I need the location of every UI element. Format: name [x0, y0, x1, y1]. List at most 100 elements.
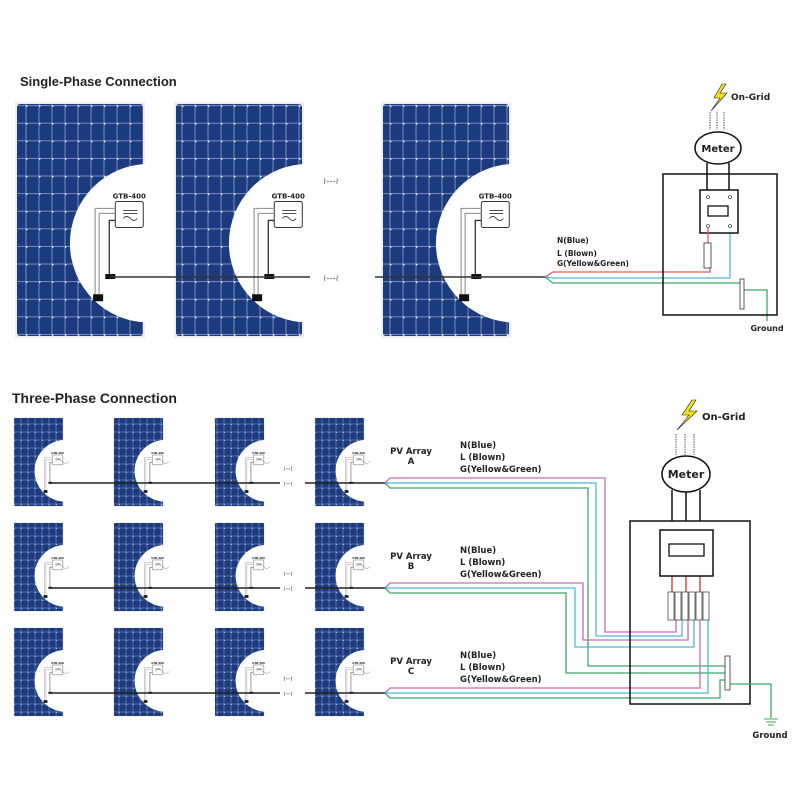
on-grid-label: On-Grid [702, 412, 746, 423]
inverter-model-label: GTB-400 [252, 556, 265, 560]
solar-panel: GTB-400 [113, 521, 197, 613]
inverter-model-label: GTB-400 [151, 556, 164, 560]
junction-box [93, 294, 104, 302]
wire-label: N(Blue) [460, 546, 496, 556]
single-phase-panels: GTB-400 GTB-400 GTB-400 [15, 101, 595, 339]
inverter-model-label: GTB-400 [151, 661, 164, 665]
solar-panel: GTB-400 [113, 416, 197, 508]
ground-label: Ground [750, 324, 783, 333]
distribution-box [662, 173, 778, 316]
wire-label: N(Blue) [460, 651, 496, 661]
junction-box [252, 294, 263, 302]
break-mark-icon: ≀--≀ [283, 586, 293, 593]
meter-icon [694, 131, 742, 165]
micro-inverter-icon [152, 454, 164, 466]
junction-box [344, 700, 349, 703]
pv-array-label: PV Array [390, 657, 432, 667]
solar-panel: GTB-400 [214, 626, 298, 718]
phase-wire [384, 620, 701, 694]
junction-box [344, 490, 349, 493]
break-mark-icon: ≀--≀ [283, 571, 293, 578]
meter-label: Meter [701, 144, 734, 155]
wire-label-g: G(Yellow&Green) [557, 259, 629, 268]
inverter-model-label: GTB-400 [479, 192, 512, 200]
inverter-model-label: GTB-400 [252, 661, 265, 665]
wire-label: L (Blown) [460, 558, 505, 568]
wire-label-l: L (Blown) [557, 249, 597, 258]
breaker [695, 591, 703, 621]
junction-box [43, 700, 48, 703]
wire-label: L (Blown) [460, 453, 505, 463]
solar-panel: GTB-400 [113, 626, 197, 718]
ac-switch [699, 189, 739, 234]
phase-wire [385, 482, 683, 637]
phase-wire [384, 482, 725, 667]
breaker [688, 591, 696, 621]
micro-inverter-icon [152, 559, 164, 571]
wire-label: L (Blown) [460, 663, 505, 673]
solar-panel: GTB-400 [13, 521, 97, 613]
inverter-model-label: GTB-400 [51, 451, 64, 455]
wire-label: G(Yellow&Green) [460, 570, 542, 580]
micro-inverter-icon [253, 664, 265, 676]
inverter-model-label: GTB-400 [352, 451, 365, 455]
junction-box [244, 700, 249, 703]
break-mark-icon: ≀--≀ [283, 481, 293, 488]
ground-symbol-icon [764, 718, 778, 726]
micro-inverter-icon [353, 664, 365, 676]
breaker [667, 591, 675, 621]
pv-array-id: B [408, 562, 414, 572]
solar-panel: GTB-400 [314, 521, 398, 613]
junction-box [244, 595, 249, 598]
wire-label-n: N(Blue) [557, 236, 589, 245]
pv-array-id: A [408, 457, 415, 467]
inverter-model-label: GTB-400 [113, 192, 146, 200]
micro-inverter-icon [253, 454, 265, 466]
single-phase-wiring: ≀---≀ ≀---≀ N(Blue) L (Blown) G(Yellow&G… [110, 83, 784, 333]
inverter-model-label: GTB-400 [352, 556, 365, 560]
junction-box [43, 595, 48, 598]
break-mark-icon: ≀--≀ [283, 676, 293, 683]
phase-wire [385, 587, 695, 648]
inverter-model-label: GTB-400 [151, 451, 164, 455]
inverter-model-label: GTB-400 [272, 192, 305, 200]
micro-inverter-icon [253, 559, 265, 571]
inverter-model-label: GTB-400 [51, 556, 64, 560]
phase-wire [384, 679, 725, 699]
micro-inverter-icon [52, 454, 64, 466]
junction-box [143, 595, 148, 598]
ac-switch [659, 529, 714, 577]
lightning-bolt-icon [676, 399, 698, 431]
lightning-bolt-icon [710, 83, 728, 112]
solar-panel: GTB-400 [381, 101, 595, 339]
pv-array-label: PV Array [390, 447, 432, 457]
micro-inverter-icon [353, 454, 365, 466]
breaker [703, 242, 712, 269]
micro-inverter-icon [152, 664, 164, 676]
ground-bar [724, 655, 731, 691]
junction-box [244, 490, 249, 493]
micro-inverter-icon [480, 200, 510, 228]
junction-box [459, 294, 470, 302]
solar-panel: GTB-400 [214, 416, 298, 508]
solar-panel: GTB-400 [174, 101, 388, 339]
micro-inverter-icon [114, 200, 144, 228]
phase-wire [384, 587, 725, 674]
ground-bar [739, 278, 745, 310]
solar-panel: GTB-400 [13, 626, 97, 718]
ground-label: Ground [752, 731, 787, 741]
break-mark-icon: ≀---≀ [323, 273, 339, 283]
inverter-model-label: GTB-400 [51, 661, 64, 665]
inverter-model-label: GTB-400 [252, 451, 265, 455]
phase-wire [384, 477, 677, 633]
solar-panel: GTB-400 [314, 416, 398, 508]
three-phase-title: Three-Phase Connection [12, 390, 177, 406]
solar-panel: GTB-400 [13, 416, 97, 508]
meter-label: Meter [668, 468, 705, 481]
inverter-model-label: GTB-400 [352, 661, 365, 665]
phase-wire [385, 620, 709, 694]
wire-label: G(Yellow&Green) [460, 465, 542, 475]
